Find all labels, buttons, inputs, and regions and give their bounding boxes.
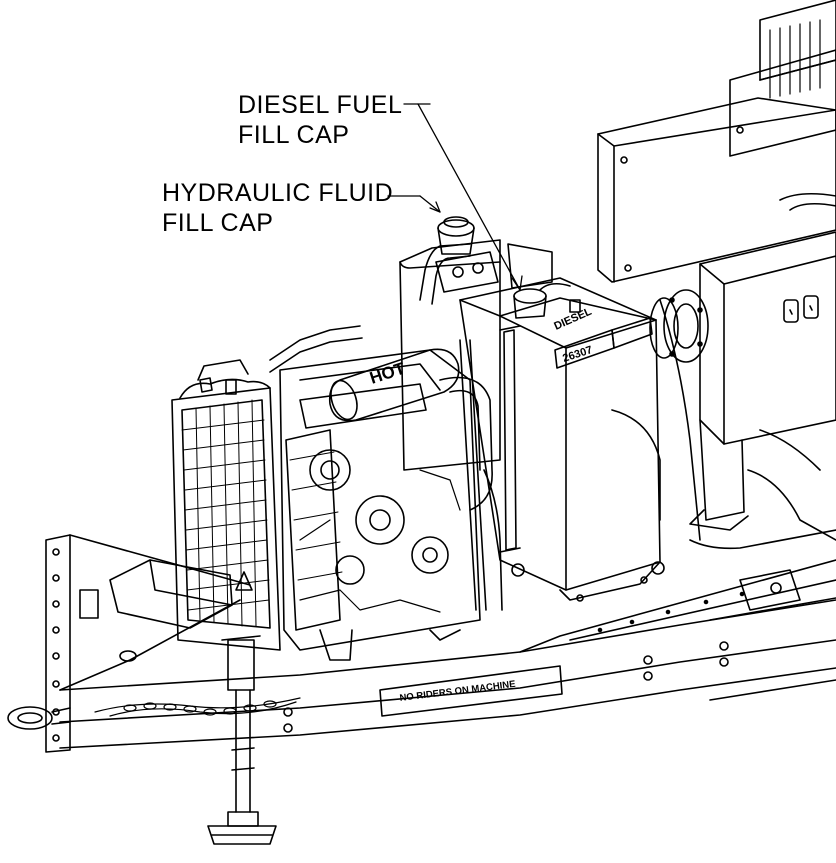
muffler: HOT <box>328 348 460 422</box>
hydraulic-fluid-fill-cap-callout: HYDRAULIC FLUID FILL CAP <box>162 178 393 238</box>
diesel-callout-line2: FILL CAP <box>238 121 350 149</box>
hydraulic-callout-line2: FILL CAP <box>162 209 274 237</box>
hydraulic-leader-line <box>419 195 441 213</box>
generator <box>649 231 836 531</box>
jack-stand <box>207 635 277 845</box>
safety-chain <box>94 697 301 717</box>
hydraulic-callout-line1: HYDRAULIC FLUID <box>162 179 394 207</box>
tank-diesel-decal: DIESEL <box>552 306 593 333</box>
hydraulic-reservoir <box>399 216 553 471</box>
hydraulic-hoses <box>611 192 836 611</box>
trailer-frame <box>45 534 836 753</box>
hitch-ring <box>7 706 71 730</box>
callout-leaders <box>387 103 523 291</box>
radiator <box>171 359 281 651</box>
diesel-fuel-fill-cap-callout: DIESEL FUEL FILL CAP <box>238 90 402 150</box>
tank-part-number-decal: 26307 <box>561 344 594 365</box>
control-box <box>597 0 836 283</box>
no-riders-decal: NO RIDERS ON MACHINE <box>399 679 516 704</box>
diesel-leader-line <box>417 103 521 291</box>
no-riders-decal-panel: NO RIDERS ON MACHINE <box>379 665 563 717</box>
coolant-hoses <box>419 243 503 611</box>
diesel-callout-line1: DIESEL FUEL <box>238 91 403 119</box>
